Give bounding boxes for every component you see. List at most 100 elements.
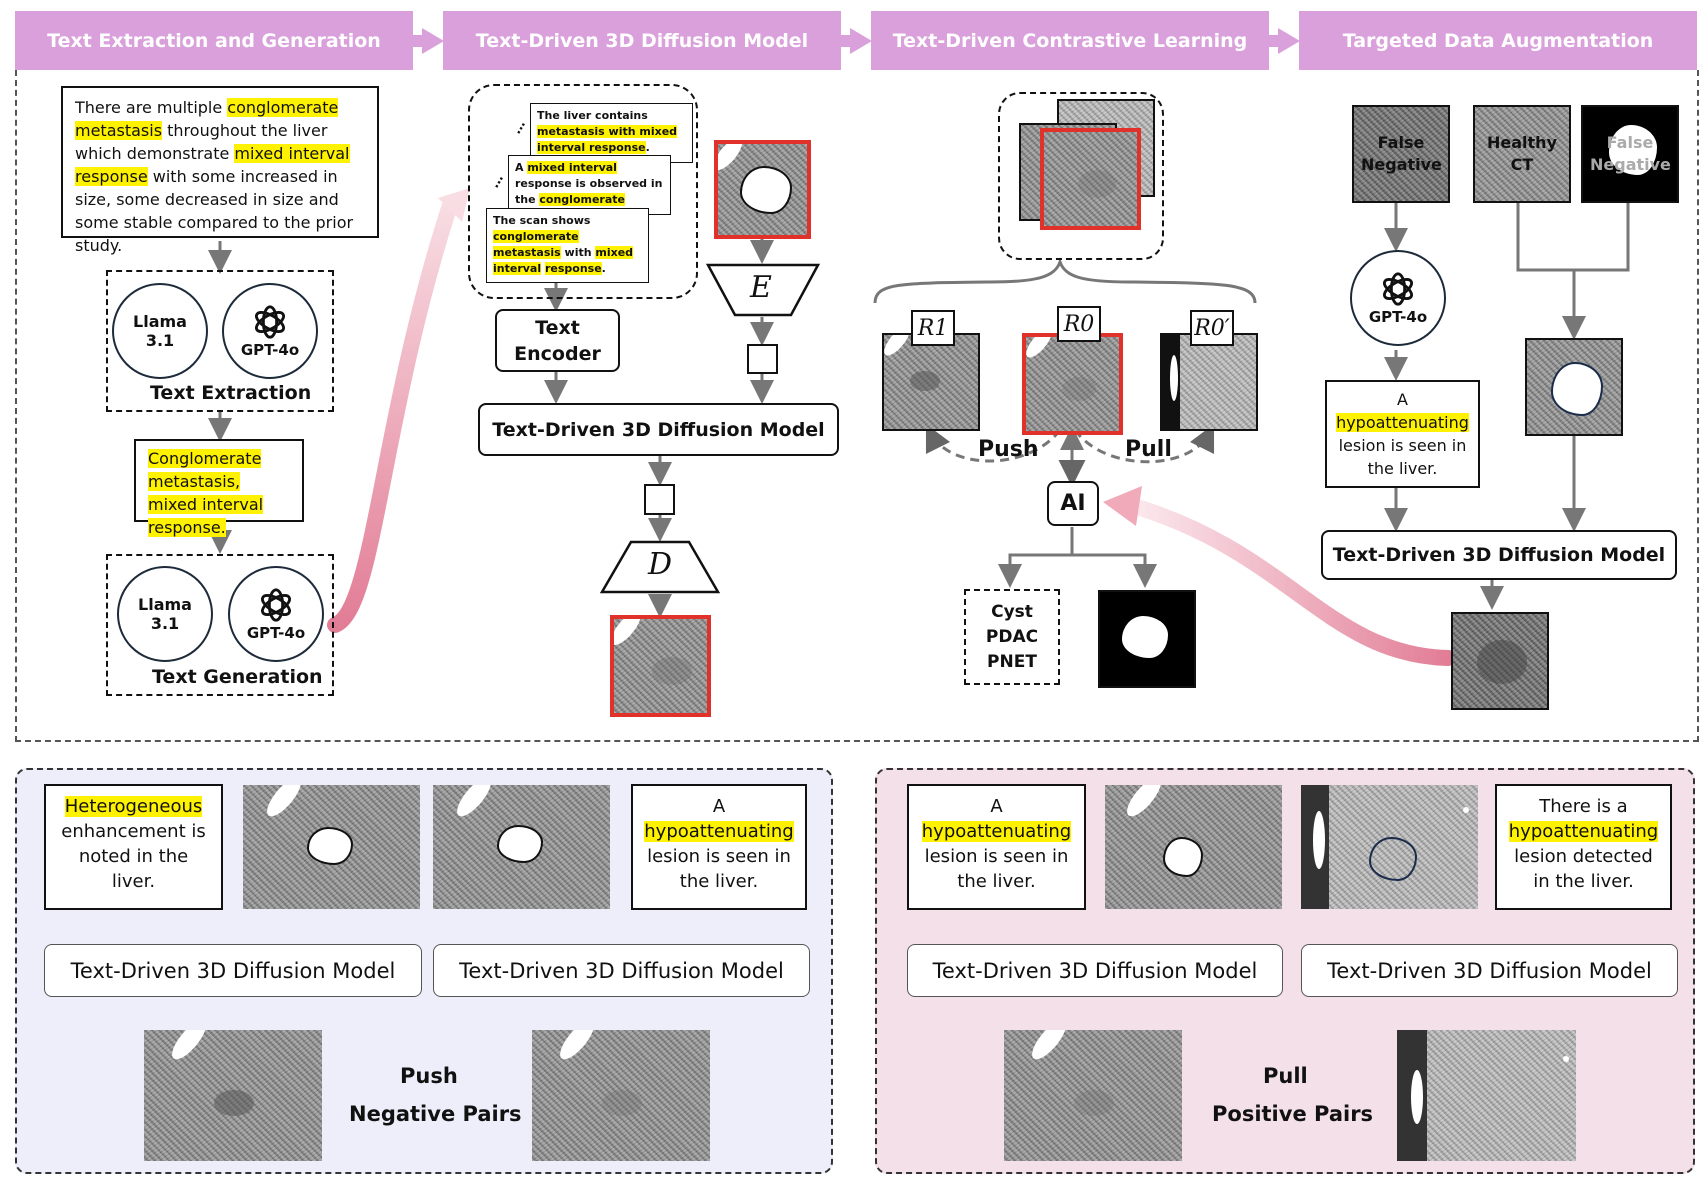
header-arrow-icon — [410, 28, 444, 54]
header-label: Targeted Data Augmentation — [1342, 29, 1654, 52]
class-label: PDAC — [985, 626, 1039, 647]
class-label: PNET — [987, 651, 1037, 672]
encoder-symbol: E — [750, 270, 772, 305]
prompt-box: A hypoattenuating lesion is seen in the … — [1325, 380, 1480, 488]
push-label: Push — [978, 437, 1039, 462]
text-card: There is a hypoattenuating lesion detected… — [1495, 784, 1672, 910]
generated-texts-group — [468, 84, 698, 299]
card-text: A — [990, 796, 1003, 817]
header-text-extraction: Text Extraction and Generation — [15, 11, 413, 70]
latent-square — [644, 484, 675, 515]
prompt-text: lesion is seen in the liver. — [1338, 436, 1467, 478]
generated-ct-image — [532, 1030, 710, 1161]
r0-ct-image — [1022, 333, 1123, 435]
card-highlight: hypoattenuating — [921, 821, 1072, 842]
card-text: There is a — [1539, 796, 1628, 817]
card-highlight: hypoattenuating — [644, 821, 794, 842]
diffusion-model-label: Text-Driven 3D Diffusion Model — [1332, 544, 1666, 566]
false-negative-mask: False Negative — [1581, 105, 1679, 203]
main-frame — [15, 70, 1699, 742]
encoder-icon — [705, 263, 821, 317]
card-highlight: response — [544, 262, 602, 275]
radiology-report: There are multiple conglomerate metastas… — [61, 86, 379, 255]
generated-ct-image — [144, 1030, 322, 1161]
card-text: with — [560, 246, 596, 259]
report-text: with some increased in size, some decrea… — [75, 167, 354, 255]
text-generation-label: Text Generation — [152, 666, 323, 688]
diffusion-model-box: Text-Driven 3D Diffusion Model — [44, 944, 422, 997]
header-contrastive: Text-Driven Contrastive Learning — [871, 11, 1269, 70]
header-diffusion: Text-Driven 3D Diffusion Model — [443, 11, 841, 70]
text-encoder-box: Text Encoder — [495, 309, 620, 372]
decoder-icon — [599, 540, 721, 594]
card-text: lesion is seen in the liver. — [647, 846, 791, 892]
negative-pairs-label: Negative Pairs — [349, 1102, 522, 1126]
diffusion-model-label: Text-Driven 3D Diffusion Model — [932, 958, 1258, 983]
r0-prime-ct-image — [1160, 333, 1258, 431]
generated-ct-image — [1397, 1030, 1576, 1161]
openai-logo-icon — [260, 588, 292, 622]
header-label: Text-Driven 3D Diffusion Model — [475, 29, 809, 52]
healthy-ct: Healthy CT — [1473, 105, 1571, 203]
healthy-ct-label: Healthy CT — [1487, 133, 1557, 174]
card-highlight: conglomerate — [539, 193, 625, 206]
header-augmentation: Targeted Data Augmentation — [1299, 11, 1697, 70]
llama-label: Llama 3.1 — [133, 312, 187, 350]
gpt-label: GPT-4o — [240, 341, 300, 359]
openai-logo-icon — [1382, 272, 1414, 306]
sample-group — [998, 92, 1164, 260]
r0-label: R0 — [1057, 306, 1101, 342]
mask-ct-image — [1105, 785, 1282, 909]
llama-icon: Llama 3.1 — [117, 566, 213, 662]
ai-label: AI — [1060, 491, 1086, 516]
prompt-highlight: hypoattenuating — [1336, 413, 1469, 432]
card-highlight: metastasis with mixed interval response — [537, 125, 678, 154]
diffusion-model-label: Text-Driven 3D Diffusion Model — [70, 958, 396, 983]
header-label: Text-Driven Contrastive Learning — [892, 29, 1248, 52]
diffusion-model-box: Text-Driven 3D Diffusion Model — [907, 944, 1283, 997]
generated-text-card: The liver contains metastasis with mixed… — [530, 103, 693, 163]
header-arrow-icon — [1266, 28, 1300, 54]
diffusion-model-box: Text-Driven 3D Diffusion Model — [1301, 944, 1678, 997]
decoder-symbol: D — [648, 547, 673, 582]
card-text: . — [601, 262, 606, 275]
pull-label: Pull — [1263, 1064, 1308, 1088]
mask-ct-image — [1301, 785, 1478, 909]
generated-text-card: The scan shows conglomerate metastasis w… — [486, 208, 649, 283]
card-text: lesion is seen in the liver. — [924, 846, 1069, 892]
card-text: lesion detected in the liver. — [1514, 846, 1653, 892]
augmented-ct — [1451, 612, 1549, 710]
diffusion-model-label: Text-Driven 3D Diffusion Model — [492, 418, 825, 441]
false-negative-label: False Negative — [1361, 133, 1442, 174]
card-text: response is observed in the — [515, 177, 663, 206]
gpt-icon: GPT-4o — [228, 566, 324, 662]
segmentation-mask — [1098, 590, 1196, 688]
report-text: There are multiple — [75, 98, 228, 117]
mask-ct-image — [243, 785, 420, 909]
generated-ct-image — [1004, 1030, 1182, 1161]
card-highlight: hypoattenuating — [1508, 821, 1659, 842]
report-text: throughout the liver which demonstrate — [75, 121, 328, 163]
text-extraction-label: Text Extraction — [150, 382, 312, 404]
extracted-text-box: Conglomerate metastasis, mixed interval … — [134, 439, 304, 537]
card-highlight: Heterogeneous — [64, 796, 203, 817]
r1-label: R1 — [911, 310, 955, 346]
text-encoder-label: Text Encoder — [514, 316, 601, 365]
r1-ct-image — [882, 333, 980, 431]
card-text: The liver contains — [537, 109, 648, 122]
synthetic-tumor-ct — [1525, 338, 1623, 436]
diffusion-model-box: Text-Driven 3D Diffusion Model — [1321, 530, 1677, 580]
openai-logo-icon — [254, 305, 286, 339]
llama-label: Llama 3.1 — [138, 595, 192, 633]
mask-ct-image — [714, 140, 811, 239]
card-text: A — [515, 161, 528, 174]
mask-label: False Negative — [1590, 133, 1671, 174]
diffusion-model-box: Text-Driven 3D Diffusion Model — [433, 944, 810, 997]
sample-ct-front — [1040, 128, 1141, 230]
r0-prime-label: R0′ — [1190, 310, 1234, 346]
gpt-label: GPT-4o — [246, 624, 306, 642]
